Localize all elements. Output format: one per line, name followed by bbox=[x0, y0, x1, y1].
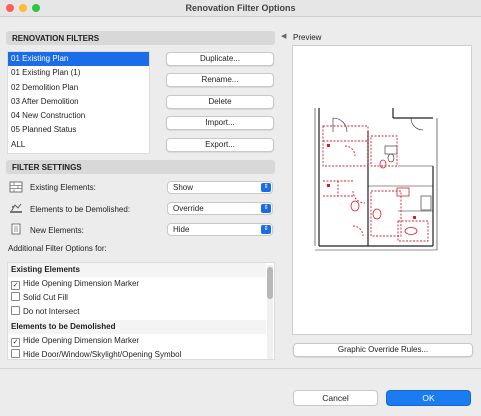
cancel-button[interactable]: Cancel bbox=[293, 390, 378, 406]
list-item[interactable]: Solid Cut Fill bbox=[8, 291, 266, 305]
preview-label: Preview bbox=[293, 33, 322, 42]
additional-options-label: Additional Filter Options for: bbox=[8, 244, 107, 253]
demolished-elements-value: Override bbox=[173, 204, 204, 213]
chevron-updown-icon: ⇕ bbox=[261, 225, 271, 234]
checkbox[interactable] bbox=[11, 349, 20, 358]
list-item[interactable]: 03 After Demolition bbox=[11, 96, 79, 106]
checkbox-checked[interactable]: ✓ bbox=[11, 281, 20, 290]
title-bar: Renovation Filter Options bbox=[0, 0, 481, 17]
renovation-filters-header[interactable]: RENOVATION FILTERS bbox=[6, 31, 275, 45]
option-label: Hide Opening Dimension Marker bbox=[23, 279, 140, 288]
list-item[interactable]: Hide Door/Window/Skylight/Opening Symbol bbox=[8, 348, 266, 359]
preview-panel bbox=[292, 45, 472, 335]
footer-divider bbox=[0, 368, 481, 369]
list-item[interactable]: ALL bbox=[11, 139, 26, 149]
duplicate-button[interactable]: Duplicate... bbox=[166, 52, 274, 66]
new-elements-select[interactable]: Hide ⇕ bbox=[167, 223, 273, 236]
option-label: Solid Cut Fill bbox=[23, 293, 68, 302]
list-item[interactable]: ✓Hide Opening Dimension Marker bbox=[8, 277, 266, 291]
filter-list[interactable]: 01 Existing Plan 01 Existing Plan (1) 02… bbox=[7, 51, 150, 154]
export-button[interactable]: Export... bbox=[166, 138, 274, 152]
minimize-window-button[interactable] bbox=[19, 4, 27, 12]
option-label: Hide Opening Dimension Marker bbox=[23, 336, 140, 345]
filter-settings-header[interactable]: FILTER SETTINGS bbox=[6, 160, 275, 174]
list-item[interactable]: 01 Existing Plan bbox=[8, 52, 149, 67]
ok-button[interactable]: OK bbox=[386, 390, 471, 406]
graphic-override-rules-button[interactable]: Graphic Override Rules... bbox=[293, 343, 473, 357]
existing-elements-value: Show bbox=[173, 183, 194, 192]
floor-plan-preview bbox=[314, 108, 438, 251]
zoom-window-button[interactable] bbox=[32, 4, 40, 12]
scrollbar[interactable] bbox=[267, 265, 273, 359]
scrollbar-thumb[interactable] bbox=[267, 267, 273, 299]
close-window-button[interactable] bbox=[6, 4, 14, 12]
additional-options-list[interactable]: Existing Elements ✓Hide Opening Dimensio… bbox=[7, 262, 275, 360]
window-title: Renovation Filter Options bbox=[185, 3, 296, 13]
delete-button[interactable]: Delete bbox=[166, 95, 274, 109]
collapse-triangle-icon[interactable]: ◀ bbox=[281, 33, 287, 40]
existing-elements-label: Existing Elements: bbox=[30, 183, 96, 192]
list-item[interactable]: ✓Hide Opening Dimension Marker bbox=[8, 334, 266, 348]
list-item[interactable]: 04 New Construction bbox=[11, 111, 86, 121]
demolished-elements-group-header: Elements to be Demolished bbox=[8, 320, 266, 335]
existing-elements-icon bbox=[9, 181, 23, 193]
existing-elements-select[interactable]: Show ⇕ bbox=[167, 181, 273, 194]
list-item[interactable]: 01 Existing Plan (1) bbox=[11, 68, 81, 78]
demolished-elements-label: Elements to be Demolished: bbox=[30, 205, 131, 214]
new-elements-label: New Elements: bbox=[30, 226, 84, 235]
list-item[interactable]: 02 Demolition Plan bbox=[11, 82, 79, 92]
import-button[interactable]: Import... bbox=[166, 116, 274, 130]
list-item[interactable]: 05 Planned Status bbox=[11, 125, 77, 135]
chevron-updown-icon: ⇕ bbox=[261, 183, 271, 192]
chevron-updown-icon: ⇕ bbox=[261, 204, 271, 213]
option-label: Do not Intersect bbox=[23, 307, 80, 316]
existing-elements-group-header: Existing Elements bbox=[8, 263, 266, 278]
new-elements-icon bbox=[11, 223, 21, 235]
new-elements-value: Hide bbox=[173, 225, 190, 234]
checkbox[interactable] bbox=[11, 306, 20, 315]
checkbox-checked[interactable]: ✓ bbox=[11, 338, 20, 347]
option-label: Hide Door/Window/Skylight/Opening Symbol bbox=[23, 350, 182, 359]
demolish-icon bbox=[10, 203, 22, 213]
list-item[interactable]: Do not Intersect bbox=[8, 305, 266, 319]
rename-button[interactable]: Rename... bbox=[166, 73, 274, 87]
demolished-elements-select[interactable]: Override ⇕ bbox=[167, 202, 273, 215]
checkbox[interactable] bbox=[11, 292, 20, 301]
